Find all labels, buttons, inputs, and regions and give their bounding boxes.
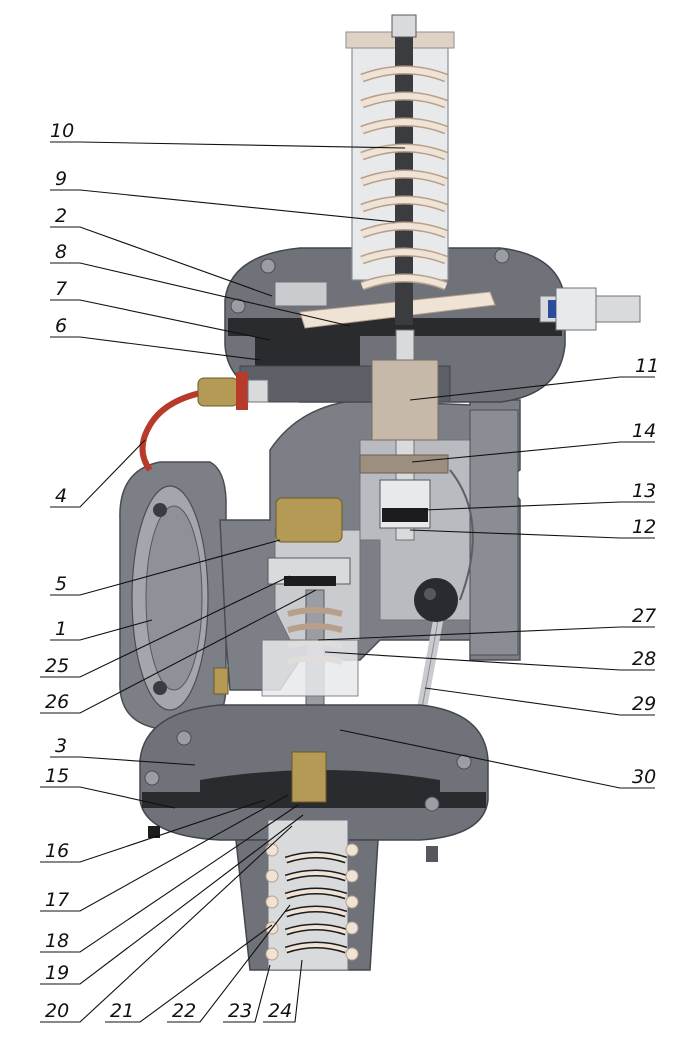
spring-bonnet <box>345 14 455 325</box>
leader-22 <box>167 904 291 1023</box>
callout-9: 9 <box>55 168 67 190</box>
leader-30 <box>339 729 655 789</box>
callout-26: 26 <box>45 691 69 713</box>
callout-3: 3 <box>55 735 67 757</box>
leader-3 <box>50 756 196 766</box>
callout-6: 6 <box>55 315 67 337</box>
leader-7 <box>50 299 271 341</box>
callout-28: 28 <box>632 648 656 670</box>
callout-25: 25 <box>45 655 69 677</box>
callout-16: 16 <box>45 840 69 862</box>
leader-20 <box>40 825 293 1023</box>
callout-8: 8 <box>55 241 67 263</box>
lower-diaphragm-housing <box>139 704 489 862</box>
leader-15 <box>40 786 176 809</box>
leader-4 <box>50 439 146 508</box>
callout-20: 20 <box>45 1000 69 1022</box>
callout-24: 24 <box>268 1000 292 1022</box>
upper-stem-assembly <box>359 329 449 541</box>
leader-25 <box>40 575 291 678</box>
leader-21 <box>105 924 273 1023</box>
bottom-spring-cylinder <box>235 819 379 971</box>
leader-14 <box>411 441 655 463</box>
leader-24 <box>263 959 303 1023</box>
callout-30: 30 <box>632 766 656 788</box>
callout-18: 18 <box>45 930 69 952</box>
leader-6 <box>50 336 261 361</box>
callout-22: 22 <box>172 1000 196 1022</box>
leader-10 <box>50 141 406 149</box>
valve-illustration <box>119 14 641 971</box>
callouts: 10 9 2 8 7 6 4 5 1 25 26 3 15 <box>40 120 659 1023</box>
callout-12: 12 <box>632 516 656 538</box>
callout-14: 14 <box>632 420 656 442</box>
impulse-tube <box>139 287 641 472</box>
leader-26 <box>40 589 317 714</box>
leader-5 <box>50 539 281 596</box>
leader-18 <box>40 804 299 953</box>
callout-29: 29 <box>632 693 656 715</box>
callout-10: 10 <box>50 120 74 142</box>
callout-7: 7 <box>55 278 67 300</box>
callout-11: 11 <box>635 355 659 377</box>
leader-1 <box>50 619 153 641</box>
callout-13: 13 <box>632 480 656 502</box>
leader-9 <box>50 189 396 223</box>
callout-17: 17 <box>45 889 69 911</box>
callout-19: 19 <box>45 962 69 984</box>
leader-23 <box>223 964 271 1023</box>
callout-2: 2 <box>55 205 67 227</box>
leader-19 <box>40 814 304 985</box>
leader-11 <box>409 376 655 401</box>
leader-2 <box>50 226 273 297</box>
callout-1: 1 <box>55 618 67 640</box>
callout-21: 21 <box>110 1000 134 1022</box>
leader-13 <box>423 501 655 511</box>
leader-29 <box>424 687 655 716</box>
callout-15: 15 <box>45 765 69 787</box>
leader-28 <box>324 651 655 671</box>
leader-17 <box>40 794 289 912</box>
callout-5: 5 <box>55 573 67 595</box>
valve-seat <box>267 497 351 586</box>
inlet-flange <box>119 461 229 729</box>
leader-27 <box>317 626 655 641</box>
callout-4: 4 <box>55 485 67 507</box>
leader-16 <box>40 799 266 863</box>
leader-12 <box>409 529 655 539</box>
leader-8 <box>50 262 351 327</box>
callout-23: 23 <box>228 1000 252 1022</box>
callout-27: 27 <box>632 605 656 627</box>
